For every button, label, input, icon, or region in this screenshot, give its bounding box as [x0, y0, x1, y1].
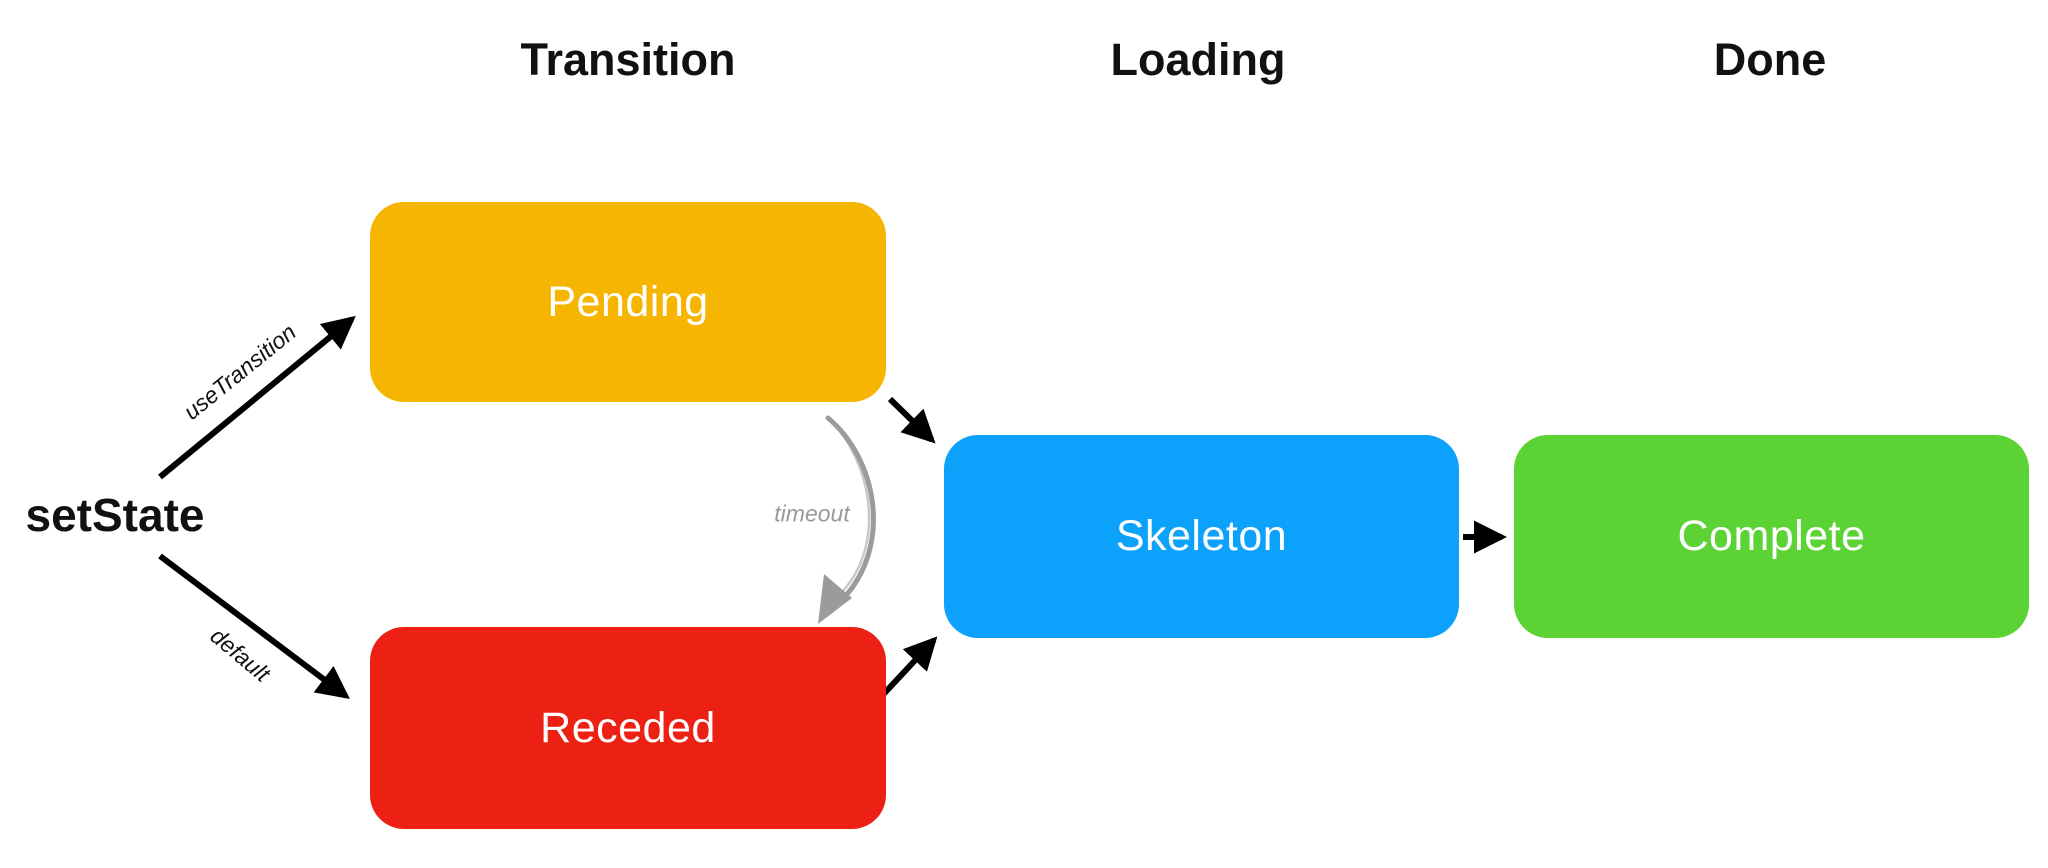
column-header-loading: Loading	[1110, 34, 1286, 85]
column-header-transition: Transition	[520, 34, 736, 85]
state-node-skeleton: Skeleton	[944, 435, 1459, 638]
state-node-complete: Complete	[1514, 435, 2029, 638]
column-header-done: Done	[1713, 34, 1827, 85]
edge-usetransition-arrow	[158, 315, 356, 480]
node-label-pending: Pending	[547, 277, 709, 326]
state-node-pending: Pending	[370, 202, 886, 402]
edge-label-timeout: timeout	[774, 500, 850, 527]
edge-default-arrow	[158, 553, 350, 699]
node-label-complete: Complete	[1677, 512, 1866, 560]
node-label-receded: Receded	[540, 703, 716, 752]
setstate-label: setState	[25, 489, 205, 541]
state-node-receded: Receded	[370, 627, 886, 829]
timeout-arrowhead	[818, 574, 852, 624]
node-label-skeleton: Skeleton	[1115, 512, 1288, 560]
edge-pending-to-skeleton-arrow	[887, 396, 936, 444]
edge-receded-to-skeleton-arrow	[875, 636, 938, 703]
edge-timeout-arrow	[818, 415, 876, 624]
